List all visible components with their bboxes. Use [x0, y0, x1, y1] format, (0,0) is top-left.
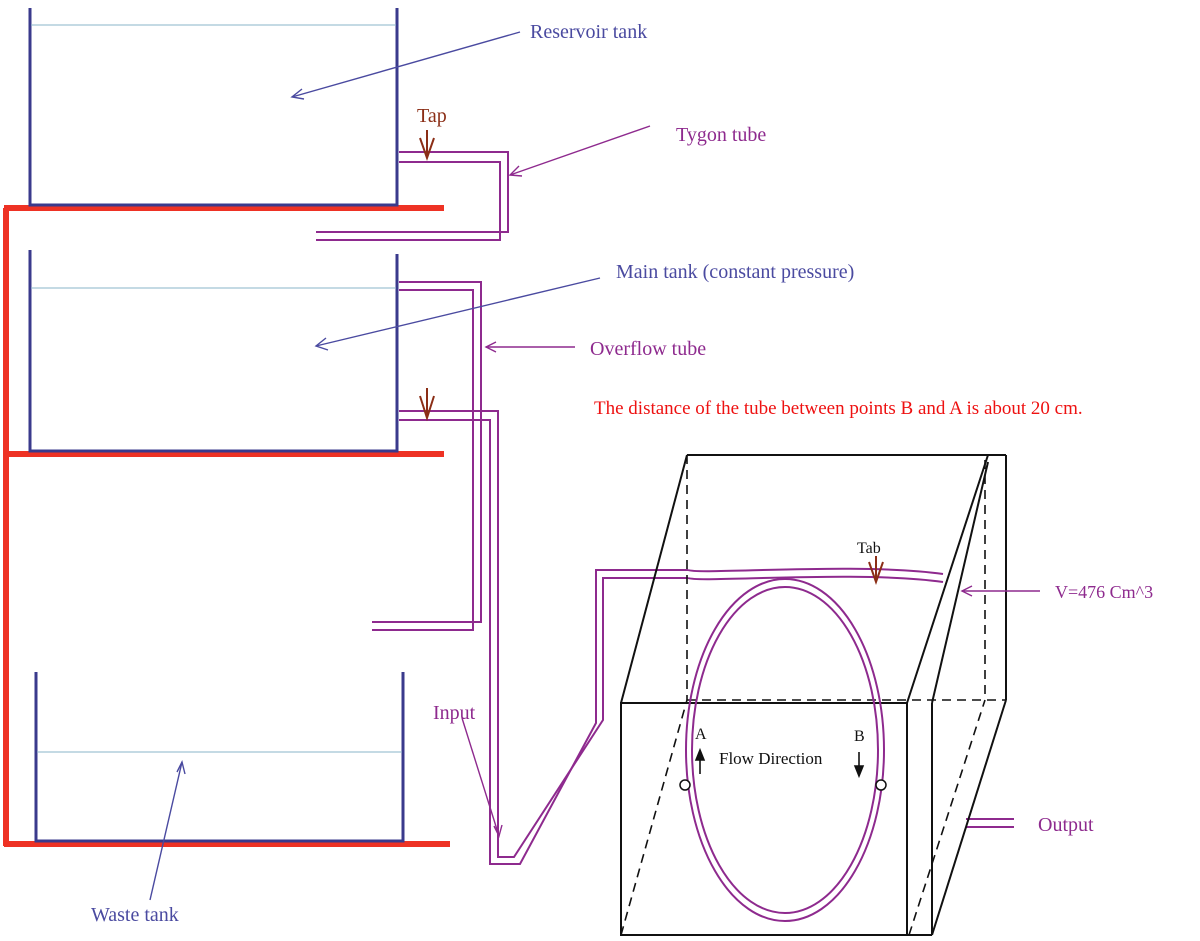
- point-a-label: A: [695, 726, 707, 743]
- tygon-tube-label: Tygon tube: [676, 124, 766, 146]
- point-b-label: B: [854, 728, 865, 745]
- volume-pointer-arrow: [960, 585, 1040, 597]
- box-front-face: [620, 702, 908, 936]
- input-tube: [399, 410, 688, 865]
- main-tank-label: Main tank (constant pressure): [616, 261, 854, 283]
- volume-label: V=476 Cm^3: [1055, 582, 1153, 602]
- waste-pointer-arrow: [149, 759, 186, 901]
- output-tube: [966, 818, 1014, 828]
- reservoir-pointer-arrow: [290, 31, 521, 100]
- overflow-tube: [372, 281, 482, 631]
- output-label: Output: [1038, 814, 1094, 836]
- input-label: Input: [433, 702, 476, 724]
- tygon-pointer-arrow: [508, 125, 651, 177]
- tab-label: Tab: [857, 540, 881, 557]
- flow-direction-label: Flow Direction: [719, 749, 823, 768]
- point-a-marker: [679, 779, 691, 791]
- waste-tank: [34, 672, 405, 843]
- tube-loop: [685, 567, 944, 922]
- main-tank-pointer-arrow: [314, 277, 601, 351]
- input-pointer-arrow: [461, 717, 503, 838]
- reservoir-tank-label: Reservoir tank: [530, 21, 647, 43]
- point-b-marker: [875, 779, 887, 791]
- distance-note: The distance of the tube between points …: [594, 398, 1083, 419]
- main-tank: [28, 250, 399, 453]
- flow-down-arrow-icon: [853, 752, 865, 779]
- support-stand: [3, 205, 450, 847]
- overflow-tube-label: Overflow tube: [590, 338, 706, 360]
- tygon-tube: [316, 151, 509, 241]
- waste-tank-label: Waste tank: [91, 904, 179, 926]
- tap-top-label: Tap: [417, 105, 447, 127]
- test-box: [620, 454, 1007, 936]
- flow-up-arrow-icon: [694, 747, 706, 774]
- reservoir-tank: [28, 8, 399, 207]
- overflow-pointer-arrow: [484, 341, 575, 353]
